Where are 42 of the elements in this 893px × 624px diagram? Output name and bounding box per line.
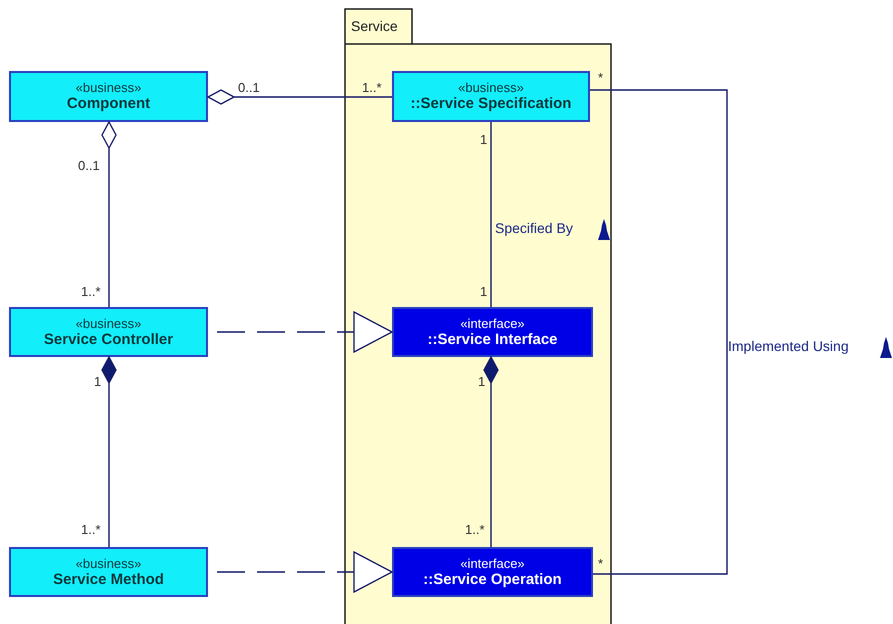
connector [207, 89, 392, 105]
multiplicity-label: 1..* [465, 522, 485, 537]
edge-label: Specified By [495, 220, 573, 236]
interface-box [392, 547, 593, 597]
class-box [9, 547, 208, 597]
edge-label: Implemented Using [728, 338, 849, 354]
multiplicity-label: 1 [94, 374, 102, 389]
stereotype: «business» [76, 556, 142, 570]
multiplicity-label: 1..* [362, 80, 382, 95]
class-name: Service Controller [44, 330, 174, 348]
multiplicity-label: 0..1 [238, 80, 260, 95]
connector [217, 551, 393, 593]
stereotype: «business» [76, 80, 142, 95]
class-box [392, 71, 590, 122]
connector [490, 122, 492, 307]
connector [590, 89, 728, 575]
multiplicity-label: 1 [480, 284, 488, 299]
class-name: Component [66, 95, 150, 113]
multiplicity-label: 1 [478, 374, 486, 389]
connector [101, 356, 117, 547]
package-name: Service [351, 18, 398, 34]
stereotype: «business» [76, 316, 142, 330]
class-box [9, 71, 208, 122]
multiplicity-label: 0..1 [78, 158, 100, 173]
class-name: ::Service Interface [427, 330, 558, 348]
multiplicity-label: * [598, 70, 604, 85]
connector [483, 356, 499, 547]
class-box [9, 307, 208, 357]
stereotype: «business» [458, 80, 524, 95]
multiplicity-label: * [598, 556, 604, 571]
multiplicity-label: 1..* [81, 284, 101, 299]
class-name: ::Service Specification [410, 95, 572, 113]
connector [217, 311, 393, 353]
multiplicity-label: 1..* [81, 522, 101, 537]
class-name: Service Method [53, 570, 164, 588]
stereotype: «interface» [460, 556, 525, 570]
stereotype: «interface» [460, 316, 525, 330]
interface-box [392, 307, 593, 357]
multiplicity-label: 1 [480, 132, 488, 147]
class-name: ::Service Operation [423, 570, 562, 588]
package-frame [344, 8, 612, 624]
connector [101, 121, 117, 307]
